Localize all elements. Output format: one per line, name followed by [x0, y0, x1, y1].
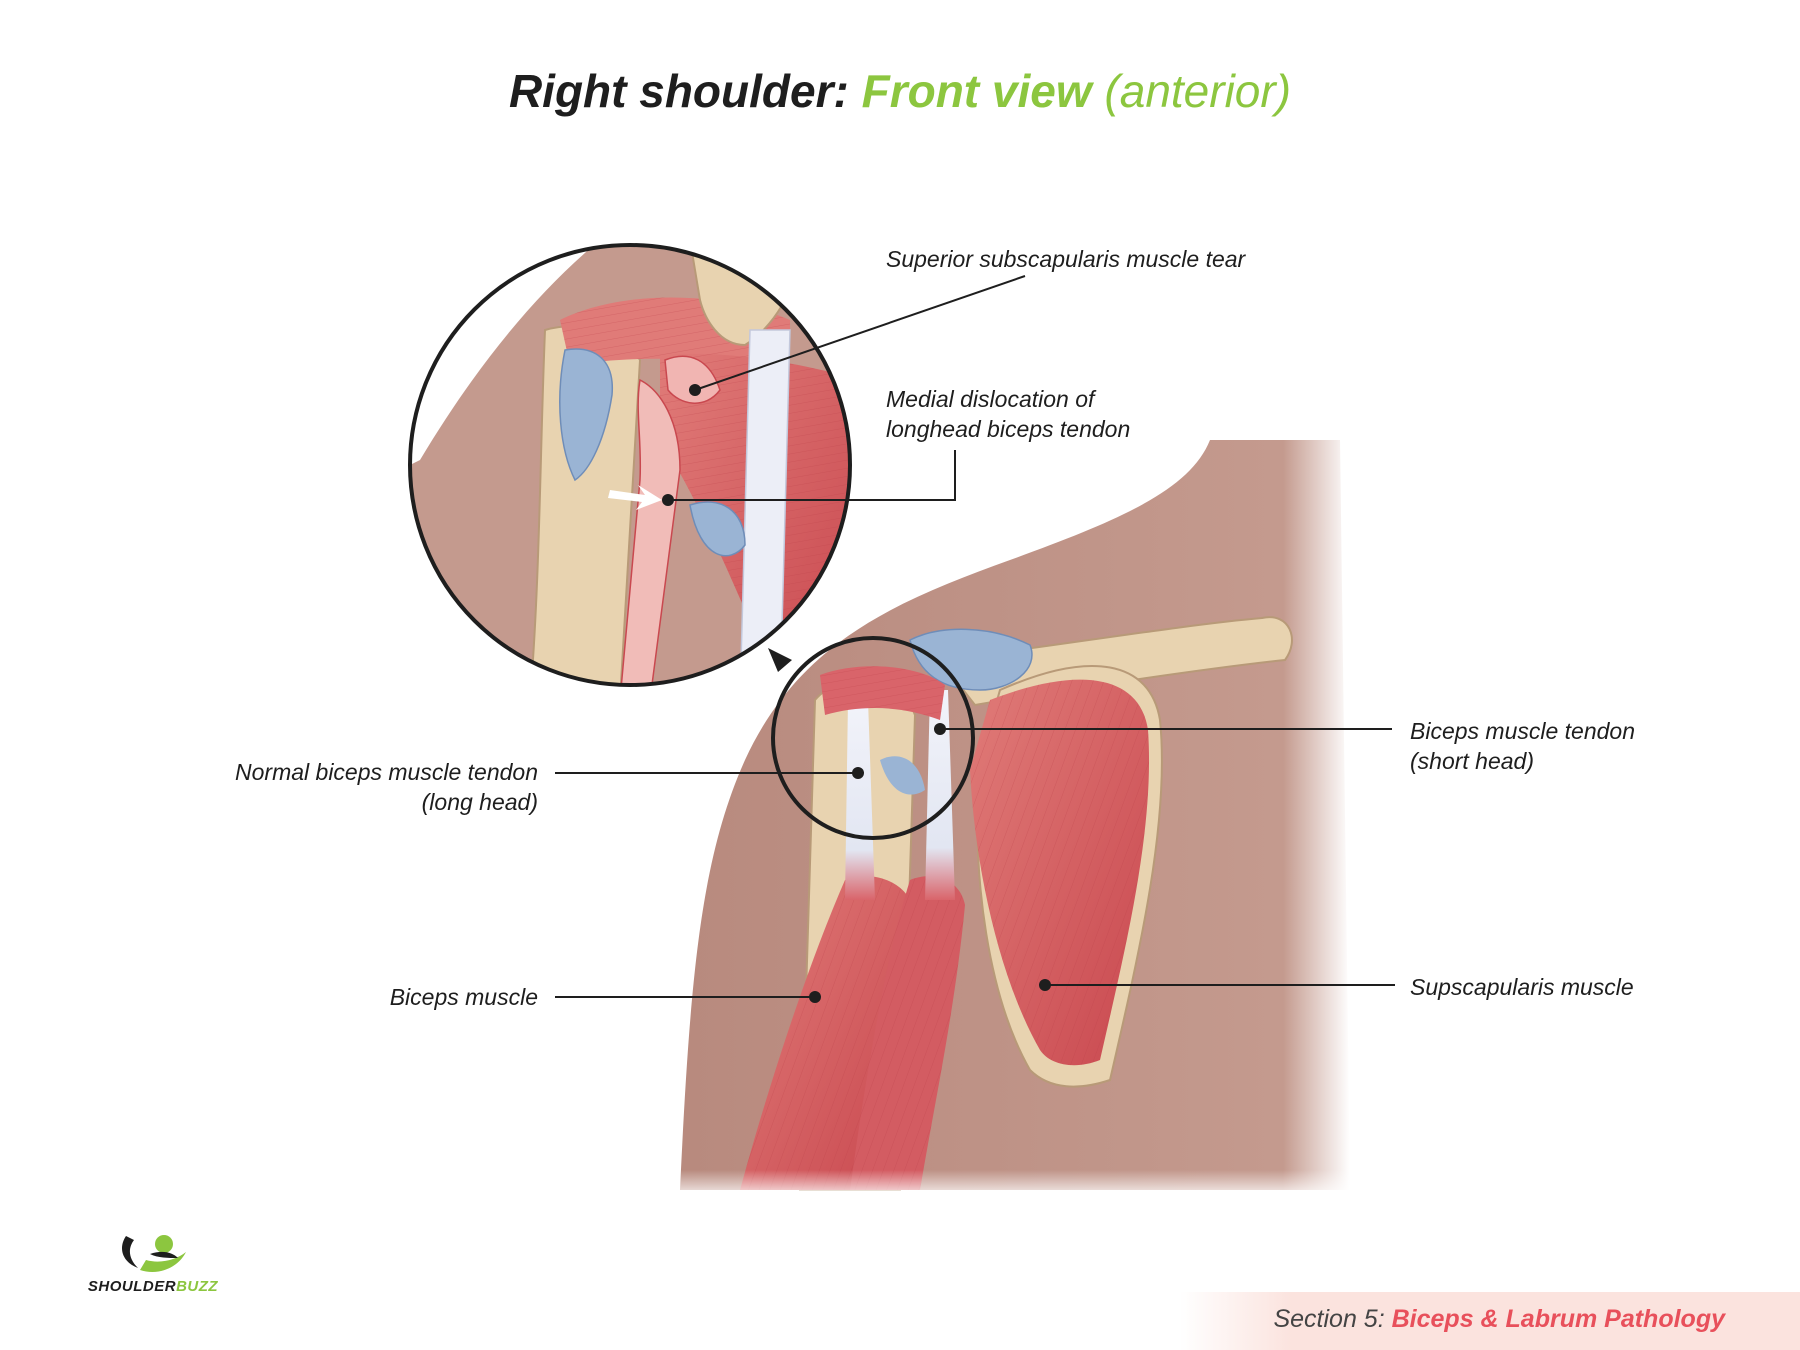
- footer-band: [1180, 1292, 1800, 1350]
- label-subscapularis-muscle: Supscapularis muscle: [1410, 974, 1634, 1000]
- title-colon: :: [833, 65, 849, 117]
- title-view: Front view: [861, 65, 1092, 117]
- label-normal-biceps-tendon: Normal biceps muscle tendon (long head): [235, 759, 538, 815]
- logo: SHOULDERBUZZ: [78, 1228, 228, 1298]
- section-footer: Section 5: Biceps & Labrum Pathology: [1180, 1305, 1725, 1334]
- title-main: Right shoulder: [508, 65, 834, 117]
- footer-topic: Biceps & Labrum Pathology: [1391, 1305, 1725, 1333]
- zoom-ring: [408, 243, 852, 687]
- main-shoulder: [640, 440, 1360, 1200]
- focus-ring: [771, 636, 975, 840]
- leader-lines: [555, 275, 1395, 998]
- label-superior-subscapularis-tear: Superior subscapularis muscle tear: [886, 246, 1246, 272]
- logo-mark-icon: [122, 1235, 186, 1272]
- label-biceps-muscle: Biceps muscle: [389, 984, 538, 1010]
- logo-wordmark: SHOULDERBUZZ: [87, 1278, 219, 1295]
- footer-prefix: Section 5:: [1273, 1305, 1385, 1333]
- zoom-inset: [410, 245, 850, 685]
- title-qualifier: (anterior): [1104, 65, 1292, 117]
- label-medial-dislocation: Medial dislocation of longhead biceps te…: [886, 386, 1131, 442]
- leader-dots: [662, 384, 1051, 1003]
- arrow-icon: [608, 485, 662, 510]
- label-biceps-tendon-short-head: Biceps muscle tendon (short head): [1410, 718, 1636, 774]
- page-title: Right shoulder: Front view (anterior): [0, 64, 1800, 118]
- zoom-pointer-icon: [768, 648, 792, 672]
